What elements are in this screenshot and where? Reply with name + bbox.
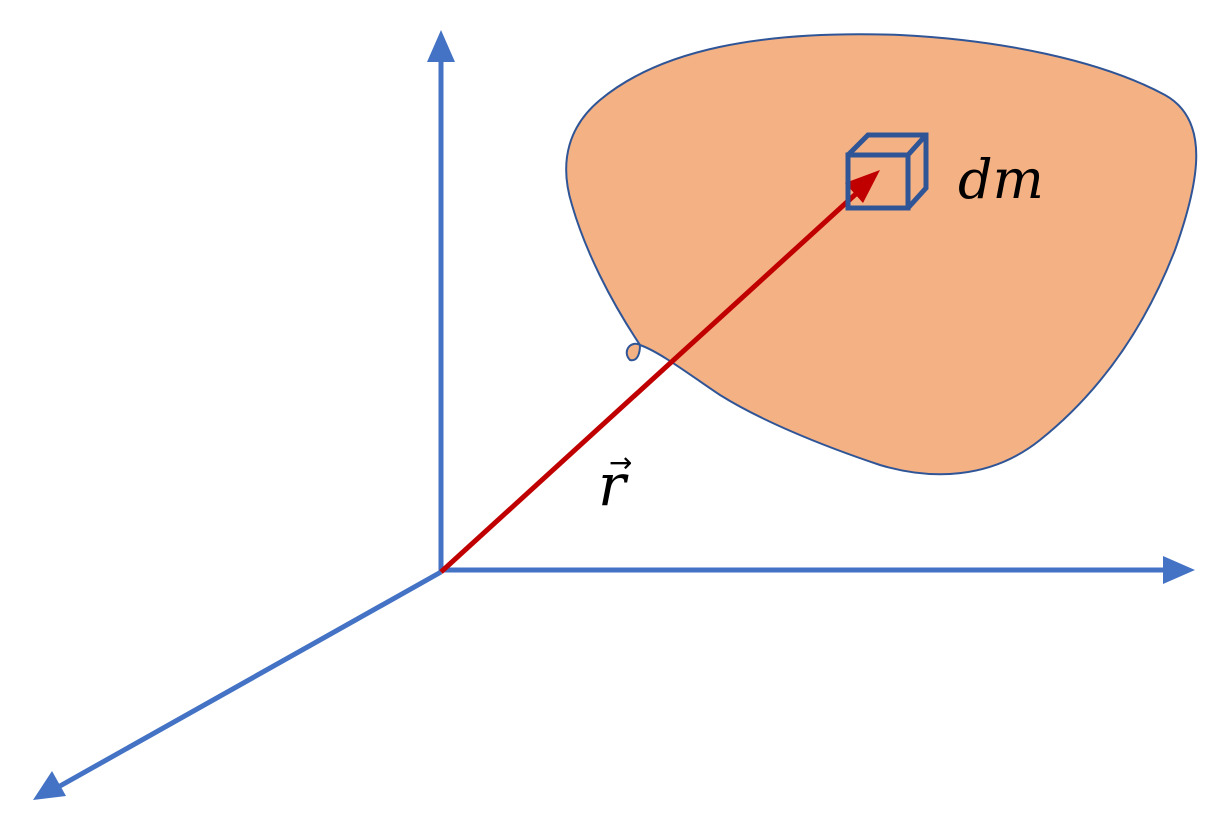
position-vector-arrow-glyph: → [609, 446, 632, 479]
depth-axis [33, 569, 443, 800]
mass-element-label: dm [958, 148, 1044, 211]
position-vector [439, 170, 880, 574]
depth-axis-arrowhead [33, 771, 66, 800]
horizontal-axis-arrowhead [1163, 556, 1195, 584]
vertical-axis [427, 30, 455, 572]
position-vector-arrowhead [845, 170, 880, 203]
position-vector-label: → r [598, 446, 632, 519]
horizontal-axis [441, 556, 1195, 584]
position-vector-letter: r [598, 451, 629, 519]
rigid-body-blob [565, 33, 1198, 476]
mass-element-cube-icon [845, 132, 929, 211]
vertical-axis-arrowhead [427, 30, 455, 62]
